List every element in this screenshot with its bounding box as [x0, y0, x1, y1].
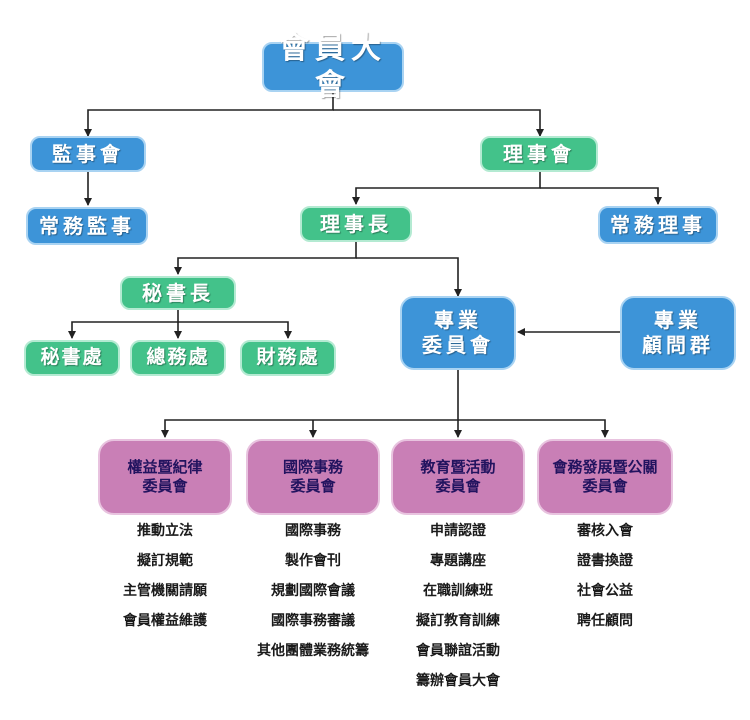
connector-board-to-standing-director — [540, 187, 662, 205]
connector-to-pr — [458, 419, 609, 438]
connector-secretary-split — [68, 310, 179, 339]
finance-box: 財務處 — [240, 340, 336, 376]
list-item: 規劃國際會議 — [271, 583, 355, 599]
advisory-group-box: 專業 顧問群 — [620, 296, 736, 370]
international-affairs-committee-box: 國際事務 委員會 — [246, 439, 380, 515]
standing-supervisor-box: 常務監事 — [26, 207, 148, 245]
intl-committee-task-list: 國際事務 製作會刊 規劃國際會議 國際事務審議 其他團體業務統籌 — [238, 516, 388, 666]
intl-committee-title-line1: 國際事務 — [282, 458, 343, 477]
list-item: 申請認證 — [430, 523, 486, 539]
advisory-group-label-line2: 顧問群 — [642, 333, 714, 357]
rights-committee-task-list: 推動立法 擬訂規範 主管機關請願 會員權益維護 — [90, 516, 240, 636]
list-item: 推動立法 — [137, 523, 193, 539]
rights-committee-title-line1: 權益暨紀律 — [127, 458, 203, 477]
committees-label-line2: 委員會 — [422, 333, 494, 357]
edu-committee-title-line1: 教育暨活動 — [420, 458, 496, 477]
list-item: 製作會刊 — [285, 553, 341, 569]
list-item: 擬訂規範 — [137, 553, 193, 569]
connector-secretary-to-finance — [178, 321, 292, 339]
list-item: 其他團體業務統籌 — [257, 643, 369, 659]
list-item: 聘任顧問 — [577, 613, 633, 629]
secretary-general-label: 秘書長 — [142, 280, 214, 305]
intl-committee-title-line2: 委員會 — [290, 477, 336, 495]
pr-committee-title-line1: 會務發展暨公關 — [552, 458, 658, 477]
supervisory-board-label: 監事會 — [52, 141, 124, 166]
general-affairs-label: 總務處 — [146, 346, 210, 369]
list-item: 國際事務審議 — [271, 613, 355, 629]
list-item: 擬訂教育訓練 — [416, 613, 500, 629]
committees-label-line1: 專業 — [434, 308, 482, 332]
list-item: 審核入會 — [577, 523, 633, 539]
rights-committee-title-line2: 委員會 — [142, 477, 188, 495]
standing-director-label: 常務理事 — [610, 212, 706, 237]
finance-label: 財務處 — [256, 346, 320, 369]
board-of-directors-label: 理事會 — [503, 141, 575, 166]
connector-chairman-to-committees — [356, 257, 462, 297]
chairman-label: 理事長 — [320, 211, 392, 236]
secretary-general-box: 秘書長 — [120, 276, 236, 310]
general-assembly-label: 會員大會 — [279, 30, 387, 104]
general-affairs-box: 總務處 — [130, 340, 226, 376]
supervisory-board-box: 監事會 — [30, 136, 146, 172]
edu-committee-title-line2: 委員會 — [435, 477, 481, 495]
standing-director-box: 常務理事 — [598, 206, 718, 244]
secretariat-box: 秘書處 — [24, 340, 120, 376]
pr-committee-title-line2: 委員會 — [582, 477, 628, 495]
connector-assembly-to-board — [333, 109, 544, 137]
board-of-directors-box: 理事會 — [480, 136, 598, 172]
connector-chairman-to-secretary — [174, 242, 357, 275]
standing-supervisor-label: 常務監事 — [39, 213, 135, 238]
connector-board-to-chairman — [352, 172, 541, 205]
list-item: 社會公益 — [577, 583, 633, 599]
pr-committee-task-list: 審核入會 證書換證 社會公益 聘任顧問 — [530, 516, 680, 636]
list-item: 籌辦會員大會 — [416, 673, 500, 689]
list-item: 在職訓練班 — [423, 583, 493, 599]
list-item: 證書換證 — [577, 553, 633, 569]
committees-box: 專業 委員會 — [400, 296, 516, 370]
list-item: 專題講座 — [430, 553, 486, 569]
development-pr-committee-box: 會務發展暨公關 委員會 — [537, 439, 673, 515]
list-item: 國際事務 — [285, 523, 341, 539]
list-item: 會員權益維護 — [123, 613, 207, 629]
connector-assembly-to-supervisory — [84, 92, 334, 137]
list-item: 主管機關請願 — [123, 583, 207, 599]
connector-committees-down — [161, 370, 459, 438]
rights-discipline-committee-box: 權益暨紀律 委員會 — [98, 439, 232, 515]
secretariat-label: 秘書處 — [40, 346, 104, 369]
general-assembly-box: 會員大會 — [262, 31, 404, 103]
chairman-box: 理事長 — [300, 206, 412, 242]
edu-committee-task-list: 申請認證 專題講座 在職訓練班 擬訂教育訓練 會員聯誼活動 籌辦會員大會 — [383, 516, 533, 696]
education-activity-committee-box: 教育暨活動 委員會 — [391, 439, 525, 515]
list-item: 會員聯誼活動 — [416, 643, 500, 659]
advisory-group-label-line1: 專業 — [654, 308, 702, 332]
